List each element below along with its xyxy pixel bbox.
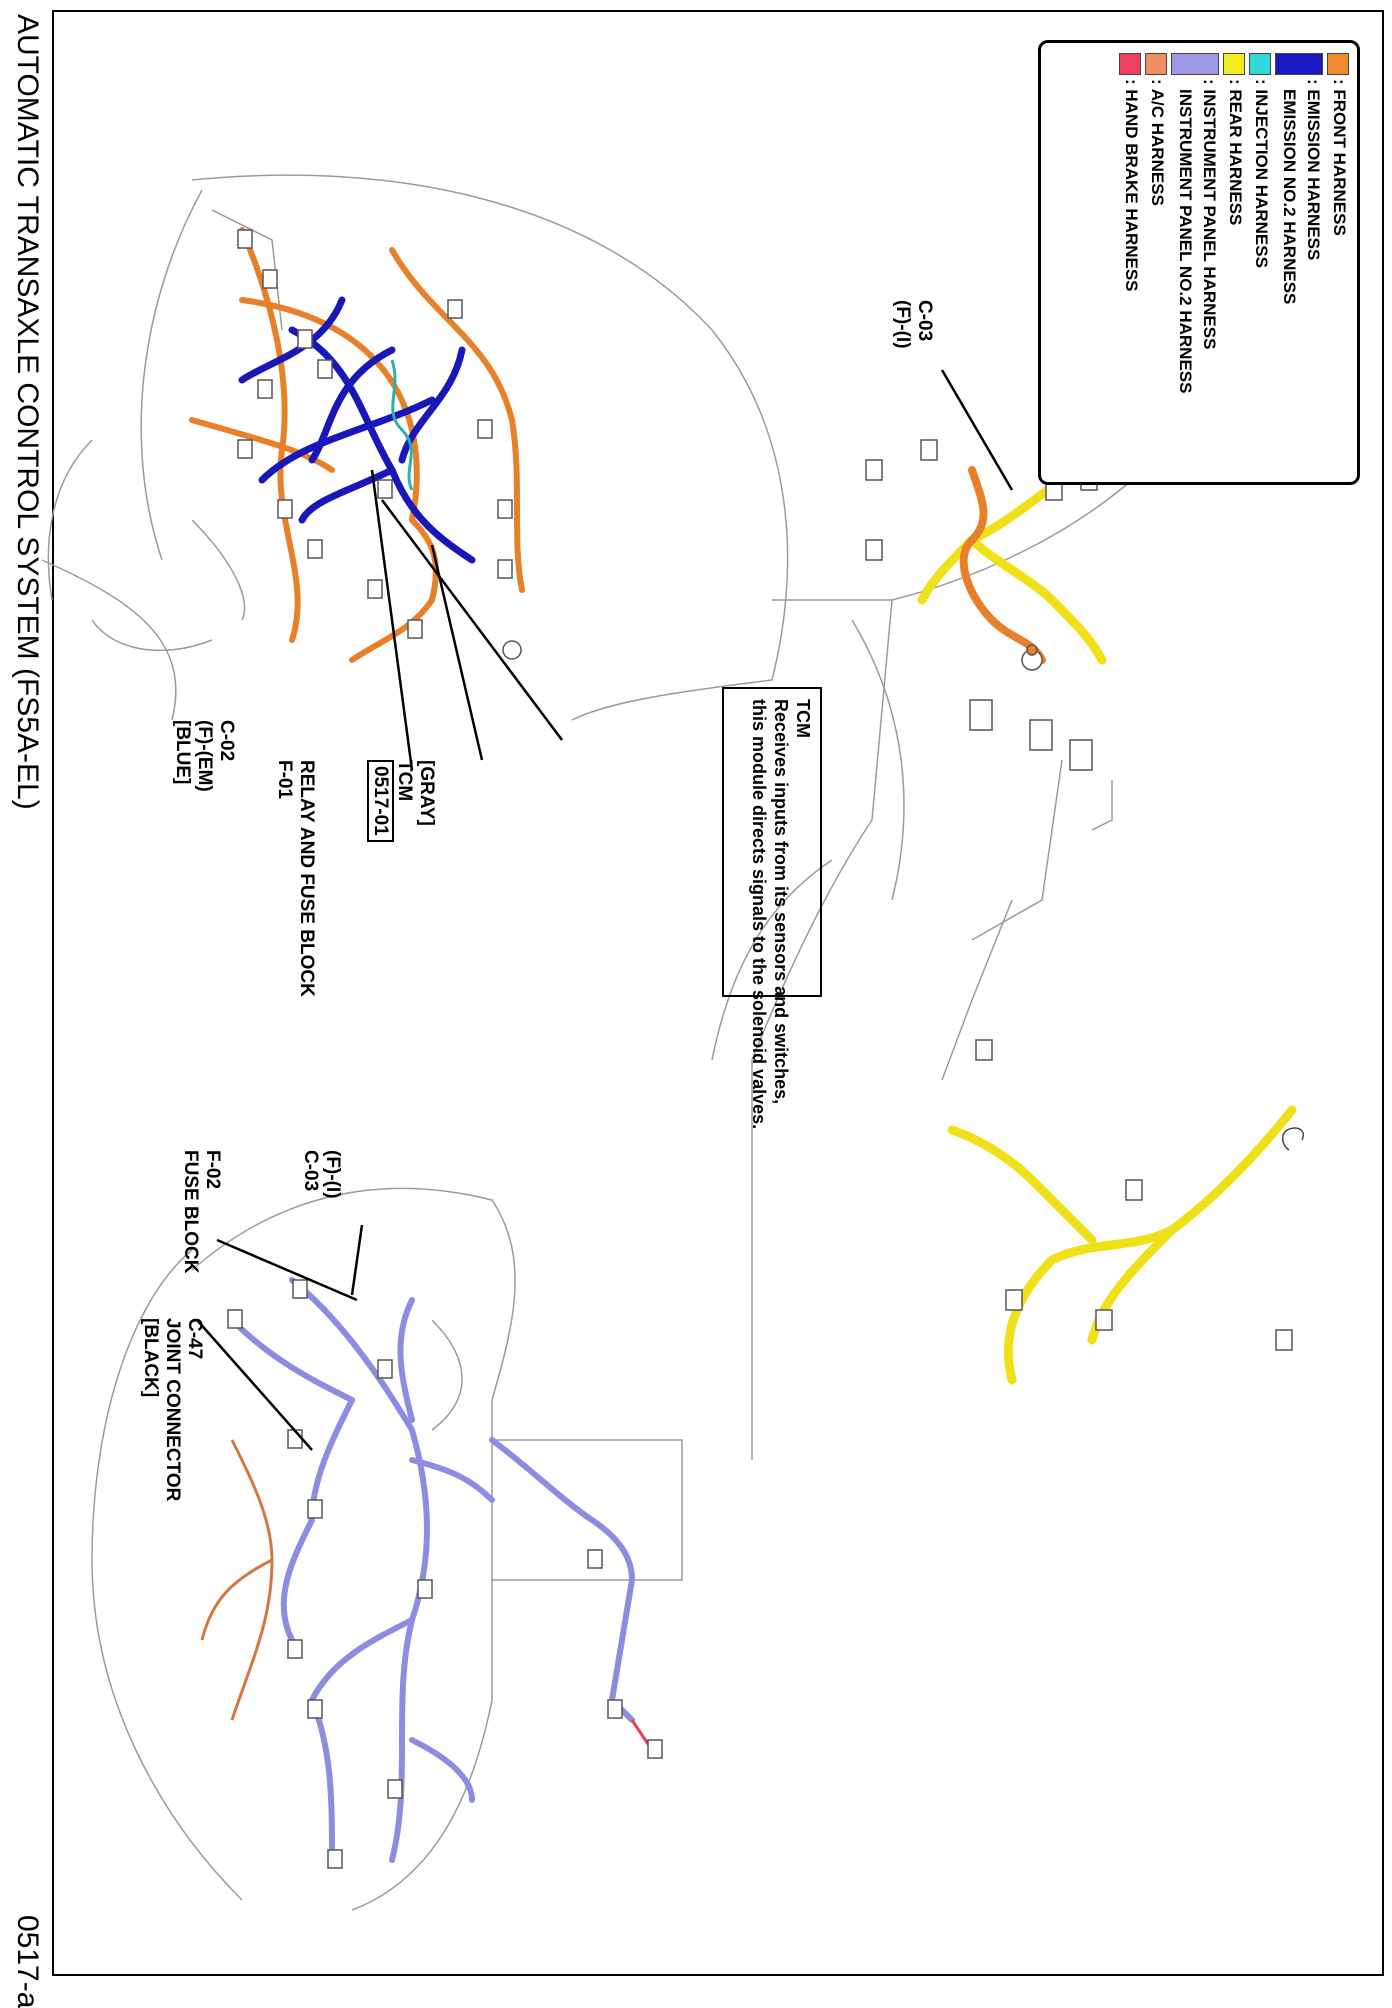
callout-c03-right-id: C-03 [300, 1150, 321, 1192]
rear-connectors [865, 439, 1293, 1351]
callout-c03-left-id: C-03 [914, 300, 935, 342]
legend-instrument-panel-no2-harness: INSTRUMENT PANEL NO.2 HARNESS [1176, 89, 1195, 394]
callout-c02-pair: (F)-(EM) [194, 720, 215, 792]
rear-harness-swatch [1223, 53, 1245, 75]
legend-emission-no2-harness: EMISSION NO.2 HARNESS [1280, 89, 1299, 305]
callout-c03-left-pair: (F)-(I) [892, 300, 913, 349]
front-harness-rear [959, 466, 1046, 664]
legend-ac-harness: : A/C HARNESS [1148, 79, 1167, 206]
panel-connectors [227, 1279, 663, 1869]
front-harness-swatch [1327, 53, 1349, 75]
emission-harness-swatch [1275, 53, 1323, 75]
callout-c03-right-pair: (F)-(I) [322, 1150, 343, 1199]
harness-legend: : FRONT HARNESS : EMISSION HARNESS EMISS… [1038, 40, 1360, 485]
engine-connectors [237, 229, 522, 660]
callout-f01-id: F-01 [274, 760, 295, 800]
callout-tcm-color: [GRAY] [416, 760, 437, 826]
ground-symbols [1141, 447, 1304, 1151]
legend-injection-harness: : INJECTION HARNESS [1252, 79, 1271, 268]
legend-instrument-panel-harness: : INSTRUMENT PANEL HARNESS [1200, 79, 1219, 350]
callout-c02-color: [BLUE] [172, 720, 193, 785]
legend-hand-brake-harness: : HAND BRAKE HARNESS [1122, 79, 1141, 292]
rear-callout-lines [940, 369, 1014, 491]
callout-c47-color: [BLACK] [140, 1318, 161, 1398]
rear-floor-outline [711, 479, 1133, 1460]
instrument-panel-harness [229, 1277, 635, 1863]
ground-point [1021, 644, 1043, 671]
emission-harness-engine [238, 296, 476, 564]
tcm-description-line2: this module directs signals to the solen… [749, 699, 769, 1130]
legend-emission-harness: : EMISSION HARNESS [1304, 79, 1323, 261]
callout-tcm-code: 0517-01 [367, 760, 394, 842]
rear-harness [917, 425, 1297, 1385]
ac-harness-swatch [1145, 53, 1167, 75]
callout-tcm-name: TCM [394, 760, 415, 802]
front-harness-engine [189, 227, 525, 663]
engine-callout-lines [370, 469, 563, 771]
instrument-panel-harness-swatch [1171, 53, 1219, 75]
instrument-panel-outline [91, 1187, 683, 1911]
callout-f02-name: FUSE BLOCK [180, 1150, 201, 1274]
injection-harness-engine [390, 359, 414, 491]
engine-bay-outline [41, 174, 789, 721]
panel-callout-lines [196, 1224, 364, 1451]
hand-brake-harness-swatch [1119, 53, 1141, 75]
legend-front-harness: : FRONT HARNESS [1330, 79, 1349, 236]
tcm-description-heading: TCM [793, 699, 813, 738]
callout-c47-id: C-47 [184, 1318, 205, 1360]
callout-c02-id: C-02 [216, 720, 237, 762]
tcm-description-box: TCM Receives inputs from its sensors and… [722, 687, 822, 1130]
callout-f02-id: F-02 [202, 1150, 223, 1190]
ac-harness [200, 1439, 274, 1721]
legend-rear-harness: : REAR HARNESS [1226, 79, 1245, 226]
tcm-description-line1: Receives inputs from its sensors and swi… [771, 699, 791, 1105]
callout-f01-name: RELAY AND FUSE BLOCK [296, 760, 317, 997]
injection-harness-swatch [1249, 53, 1271, 75]
callout-c47-name: JOINT CONNECTOR [162, 1318, 183, 1502]
